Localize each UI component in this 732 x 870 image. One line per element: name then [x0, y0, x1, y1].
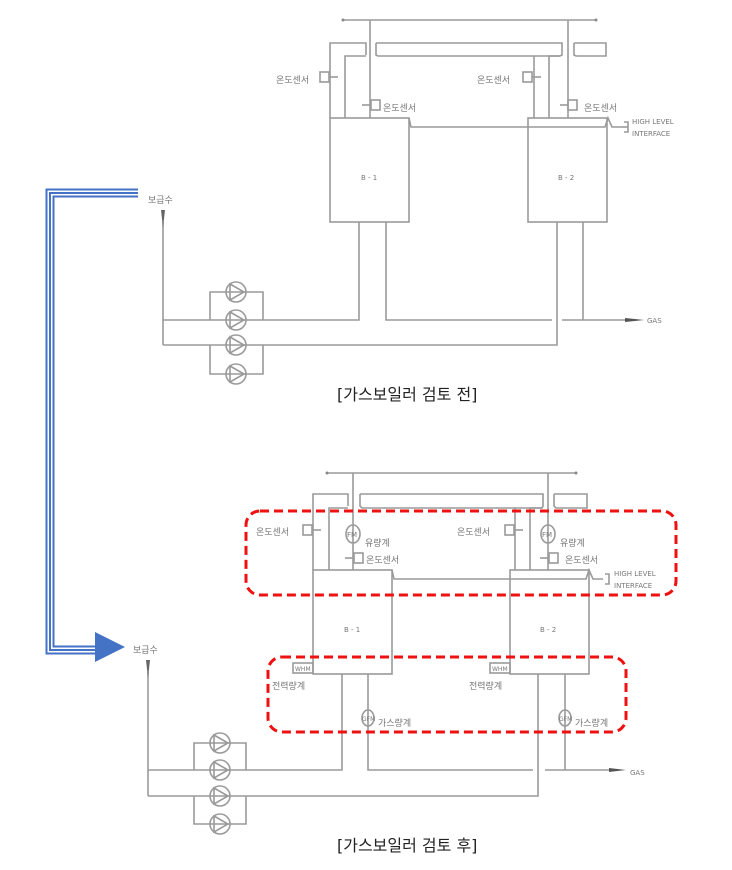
flow-meter-label: 유량계	[365, 537, 390, 549]
svg-text:WHM: WHM	[492, 666, 508, 673]
temp-sensor-label: 온도센서	[276, 75, 309, 86]
highlight-lower-box	[266, 655, 628, 734]
boiler-b1-label: B - 1	[344, 626, 360, 634]
temp-sensor-label: 온도센서	[584, 103, 617, 114]
before-diagram: 온도센서 온도센서 온도센서 온도센서 B - 1 B - 2 HIGH LEV…	[148, 18, 674, 404]
transition-arrow	[45, 188, 138, 662]
gas-label: GAS	[647, 317, 662, 325]
pump-icon	[225, 281, 247, 303]
arrow-head-icon	[95, 632, 125, 662]
power-meter-label: 전력량계	[469, 680, 502, 692]
temp-sensor-label: 온도센서	[565, 555, 598, 566]
caption-before: [가스보일러 검토 전]	[337, 385, 477, 404]
temp-sensor-label: 온도센서	[256, 527, 289, 538]
pump-icon	[225, 363, 247, 385]
flow-meter-icon: FM	[540, 524, 556, 544]
boiler-b2	[527, 117, 608, 223]
flow-meter-icon: FM	[345, 524, 361, 544]
svg-text:GFM: GFM	[559, 716, 572, 723]
power-meter-icon: WHM	[292, 662, 314, 674]
caption-after: [가스보일러 검토 후]	[337, 836, 477, 855]
pump-icon	[209, 732, 231, 754]
boiler-b1-label: B - 1	[361, 174, 377, 182]
pump-icon	[225, 309, 247, 331]
svg-text:FM: FM	[542, 531, 552, 539]
pump-icon	[209, 785, 231, 807]
pump-icon	[225, 334, 247, 356]
gas-meter-label: 가스량계	[575, 717, 608, 729]
after-diagram: FM FM 유량계 유량계 온도센서 온도센서 온도센서 온도센서 B - 1 …	[133, 471, 678, 855]
gas-label: GAS	[630, 769, 645, 777]
boiler-b1	[329, 117, 410, 223]
boiler-b2	[509, 569, 590, 675]
boiler-b2-label: B - 2	[540, 626, 556, 634]
svg-text:FM: FM	[347, 531, 357, 539]
interface-label: INTERFACE	[614, 582, 652, 590]
svg-text:GFM: GFM	[362, 716, 375, 723]
svg-text:WHM: WHM	[295, 666, 311, 673]
boiler-b1	[312, 569, 393, 675]
makeup-water-label: 보급수	[148, 195, 173, 206]
boiler-b2-label: B - 2	[558, 174, 574, 182]
temp-sensor-label: 온도센서	[477, 75, 510, 86]
gas-meter-icon: GFM	[361, 709, 375, 727]
pump-icon	[209, 813, 231, 835]
makeup-water-label: 보급수	[133, 645, 158, 656]
highlight-upper-box	[244, 509, 678, 597]
gas-meter-label: 가스량계	[378, 717, 411, 729]
interface-label: HIGH LEVEL	[632, 118, 674, 126]
power-meter-label: 전력량계	[272, 680, 305, 692]
interface-label: HIGH LEVEL	[614, 570, 656, 578]
temp-sensor-label: 온도센서	[366, 555, 399, 566]
power-meter-icon: WHM	[489, 662, 511, 674]
temp-sensor-label: 온도센서	[457, 527, 490, 538]
interface-label: INTERFACE	[632, 130, 670, 138]
temp-sensor-label: 온도센서	[383, 103, 416, 114]
flow-meter-label: 유량계	[560, 537, 585, 549]
pump-icon	[209, 759, 231, 781]
gas-meter-icon: GFM	[558, 709, 572, 727]
